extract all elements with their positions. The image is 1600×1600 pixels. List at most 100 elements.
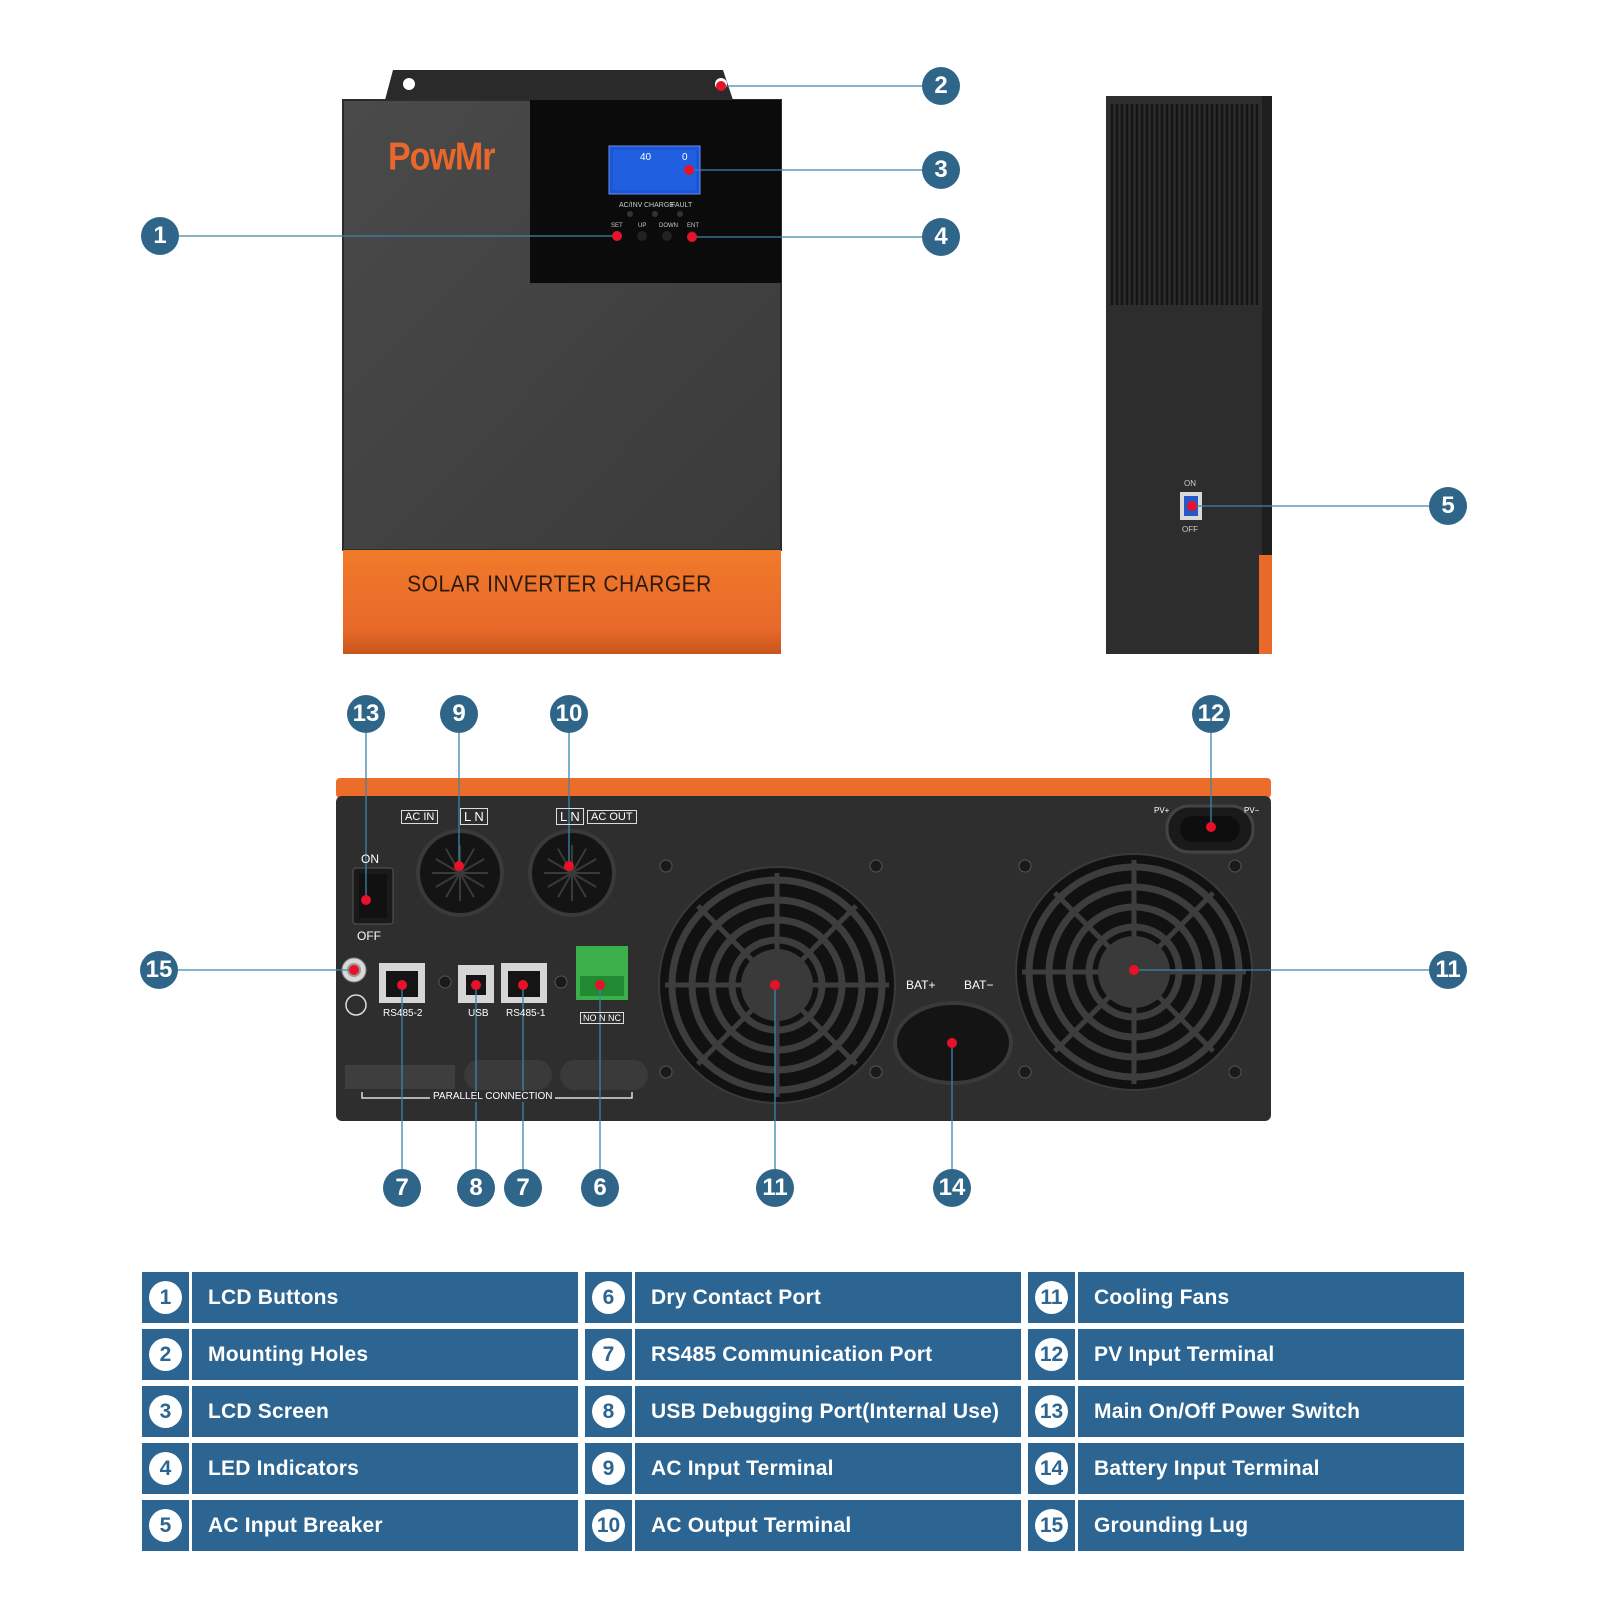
legend-label: RS485 Communication Port xyxy=(651,1342,933,1366)
legend-item: 1 LCD Buttons xyxy=(142,1272,578,1323)
legend-number: 1 xyxy=(149,1281,182,1314)
led-label-charge: CHARGE xyxy=(644,202,674,209)
legend-label: PV Input Terminal xyxy=(1094,1342,1275,1366)
callout-1: 1 xyxy=(141,217,179,255)
lcd-right-readout: 0 xyxy=(682,152,688,163)
led-label-acinv: AC/INV xyxy=(619,202,643,209)
parallel-connection-label: PARALLEL CONNECTION xyxy=(430,1091,556,1102)
bat-plus-label: BAT+ xyxy=(906,978,936,992)
marker-dot xyxy=(684,165,694,175)
legend-label: Dry Contact Port xyxy=(651,1285,822,1309)
marker-dot xyxy=(564,861,574,871)
callout-12: 12 xyxy=(1192,695,1230,733)
marker-dot xyxy=(716,81,726,91)
callout-2: 2 xyxy=(922,67,960,105)
marker-dot xyxy=(1129,965,1139,975)
ground-symbol xyxy=(345,994,367,1016)
screw xyxy=(1228,1065,1242,1079)
screw xyxy=(1018,1065,1032,1079)
gland-slit xyxy=(435,872,461,888)
legend-number: 4 xyxy=(149,1452,182,1485)
breaker-off-label: OFF xyxy=(1182,525,1198,534)
callout-9: 9 xyxy=(440,695,478,733)
screw xyxy=(1228,859,1242,873)
screw xyxy=(869,1065,883,1079)
rs485-2-label: RS485-2 xyxy=(383,1008,423,1019)
marker-dot xyxy=(595,980,605,990)
screw xyxy=(659,1065,673,1079)
screw xyxy=(1018,859,1032,873)
callout-3: 3 xyxy=(922,151,960,189)
ac-in-label: AC IN xyxy=(401,810,439,824)
pv-plus-label: PV+ xyxy=(1154,806,1170,815)
legend-label: Cooling Fans xyxy=(1094,1285,1230,1309)
legend-label: AC Input Terminal xyxy=(651,1456,834,1480)
legend-number: 12 xyxy=(1035,1338,1068,1371)
marker-dot xyxy=(770,980,780,990)
callout-7-rs485-2: 7 xyxy=(383,1169,421,1207)
legend-label: AC Output Terminal xyxy=(651,1513,852,1537)
gland-slit xyxy=(571,858,597,874)
gland-slit xyxy=(557,872,573,898)
gland-slit xyxy=(459,858,485,874)
marker-dot xyxy=(687,232,697,242)
callout-10: 10 xyxy=(550,695,588,733)
led-charge xyxy=(652,211,658,217)
gland-slit xyxy=(445,872,461,898)
legend-number: 7 xyxy=(592,1338,625,1371)
legend-item: 11 Cooling Fans xyxy=(1028,1272,1464,1323)
legend-number: 6 xyxy=(592,1281,625,1314)
legend-item: 3 LCD Screen xyxy=(142,1386,578,1437)
legend-label: LCD Screen xyxy=(208,1399,330,1423)
marker-dot xyxy=(471,980,481,990)
lcd-left-readout: 40 xyxy=(640,152,652,163)
button-label-down: DOWN xyxy=(659,223,678,229)
mounting-bracket xyxy=(385,70,733,100)
gland-slit xyxy=(547,872,573,888)
legend-table: 1 LCD Buttons 6 Dry Contact Port 11 Cooling… xyxy=(142,1272,1464,1551)
legend-number: 10 xyxy=(592,1509,625,1542)
legend-number: 13 xyxy=(1035,1395,1068,1428)
breaker-on-label: ON xyxy=(1184,479,1196,488)
front-caption: SOLAR INVERTER CHARGER xyxy=(407,571,712,598)
usb-label: USB xyxy=(468,1008,489,1019)
legend-label: USB Debugging Port(Internal Use) xyxy=(651,1399,1000,1423)
front-view xyxy=(342,70,782,654)
legend-number: 3 xyxy=(149,1395,182,1428)
callout-15: 15 xyxy=(140,951,178,989)
screw xyxy=(554,975,568,989)
legend-number: 15 xyxy=(1035,1509,1068,1542)
legend-number: 11 xyxy=(1035,1281,1068,1314)
led-label-fault: FAULT xyxy=(671,202,693,209)
button-down xyxy=(662,231,672,241)
switch-off-label: OFF xyxy=(357,929,381,943)
brand-logo: PowMr xyxy=(388,135,495,179)
pv-minus-label: PV− xyxy=(1244,806,1260,815)
legend-number: 8 xyxy=(592,1395,625,1428)
gland-slit xyxy=(459,872,485,888)
dry-contact-label: NO N NC xyxy=(580,1012,624,1024)
callout-7-rs485-1: 7 xyxy=(504,1169,542,1207)
parallel-port-1 xyxy=(464,1060,552,1090)
button-label-ent: ENT xyxy=(687,223,699,229)
callout-4: 4 xyxy=(922,218,960,256)
marker-dot xyxy=(518,980,528,990)
legend-label: LED Indicators xyxy=(208,1456,359,1480)
legend-label: LCD Buttons xyxy=(208,1285,339,1309)
legend-label: Main On/Off Power Switch xyxy=(1094,1399,1361,1423)
callout-8: 8 xyxy=(457,1169,495,1207)
screw xyxy=(659,859,673,873)
gland-slit xyxy=(571,848,587,874)
marker-dot xyxy=(349,965,359,975)
rear-orange-top xyxy=(336,778,1271,798)
legend-item: 6 Dry Contact Port xyxy=(585,1272,1021,1323)
led-acinv xyxy=(627,211,633,217)
button-up xyxy=(637,231,647,241)
marker-dot xyxy=(454,861,464,871)
side-orange-edge xyxy=(1259,555,1272,654)
legend-number: 14 xyxy=(1035,1452,1068,1485)
parallel-port-cover xyxy=(345,1065,455,1089)
